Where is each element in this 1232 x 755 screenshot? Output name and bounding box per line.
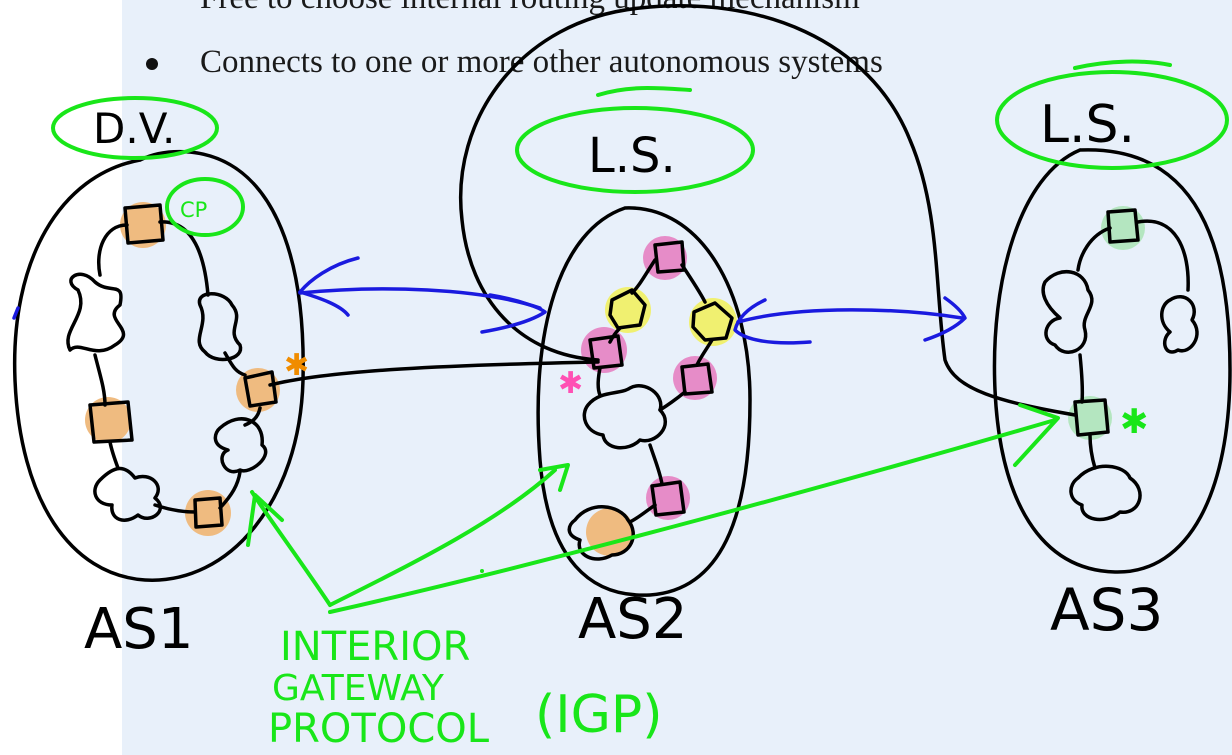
as3-topology <box>1041 208 1199 522</box>
as3-label: AS3 <box>1050 576 1163 644</box>
as2-label: AS2 <box>578 587 687 652</box>
as2-link <box>630 258 657 295</box>
as1-link <box>97 223 129 277</box>
as2-router <box>608 288 647 330</box>
igp-line-2: GATEWAY <box>272 668 445 709</box>
as1-network-cloud <box>66 272 126 353</box>
as3-network-cloud <box>1041 270 1094 354</box>
as1-as2-link <box>268 360 600 387</box>
as1-protocol-circle <box>51 96 219 160</box>
as2-protocol-mark <box>596 86 692 97</box>
as1-link <box>243 406 262 427</box>
as2-link <box>596 366 602 397</box>
as2-as3-big-loop <box>459 4 1077 417</box>
as1-link <box>158 220 210 297</box>
igp-arrow-to-as3 <box>328 418 1057 614</box>
as3-protocol-mark <box>1073 59 1172 70</box>
as1-topology <box>66 203 278 529</box>
as2-router <box>680 362 714 396</box>
igp-line-1: INTERIOR <box>280 624 470 670</box>
as2-topology <box>567 240 734 561</box>
as1-network-cloud <box>213 417 268 474</box>
blue-arrowhead <box>298 256 360 294</box>
bullet-text: Connects to one or more other autonomous… <box>200 44 883 80</box>
as1-router-highlight <box>85 397 131 443</box>
inter-as-arrows <box>12 256 967 345</box>
as1-label: AS1 <box>84 597 193 662</box>
igp-line-3: PROTOCOL <box>268 706 490 752</box>
igp-arrow-to-as1 <box>250 490 332 607</box>
blue-arrowhead <box>733 298 812 345</box>
igp-arrowhead-as1 <box>246 493 284 547</box>
igp-arrowhead-as2 <box>538 463 570 492</box>
as3-router <box>1106 208 1140 244</box>
blue-arrow-as2-as3 <box>736 308 964 324</box>
as2-protocol-circle <box>515 106 755 194</box>
bullet-dot <box>146 58 158 70</box>
as3-network-cloud <box>1160 295 1199 354</box>
igp-arrow-to-as2 <box>328 468 557 607</box>
as2-link <box>658 390 687 412</box>
as2-marker-star: ✱ <box>558 366 583 401</box>
igp-abbreviation: (IGP) <box>535 685 663 745</box>
as2-boundary <box>536 206 752 597</box>
as3-router <box>1073 398 1110 437</box>
as1-link <box>153 503 197 514</box>
as1-router <box>243 370 278 408</box>
as3-protocol-label: L.S. <box>1040 95 1135 155</box>
blue-arrowhead <box>480 293 547 334</box>
as1-link <box>93 353 107 407</box>
green-annotations <box>51 59 1229 614</box>
blue-tick <box>12 306 20 320</box>
as1-link <box>223 351 247 377</box>
as2-link <box>648 443 664 486</box>
as3-link <box>1088 433 1097 470</box>
as2-network-cloud <box>567 505 635 561</box>
as3-link <box>1078 353 1085 404</box>
as1-router-highlight <box>120 202 166 248</box>
blue-arrowhead <box>923 296 967 342</box>
cp-circle <box>165 177 245 237</box>
as3-link <box>1076 226 1112 272</box>
as3-marker-star: ✱ <box>1120 402 1149 442</box>
as3-link <box>1136 219 1190 292</box>
as2-link <box>680 263 707 304</box>
igp-arrowhead-as3 <box>1013 403 1060 467</box>
as1-router <box>88 400 134 444</box>
as1-marker-star: ✱ <box>284 348 309 383</box>
as3-boundary <box>992 148 1232 574</box>
as1-network-cloud <box>93 466 163 522</box>
as1-link <box>108 440 120 470</box>
as1-protocol-label: D.V. <box>93 104 175 153</box>
as2-router <box>691 301 734 342</box>
as2-protocol-label: L.S. <box>588 128 676 184</box>
green-dot <box>480 569 484 573</box>
as3-network-cloud <box>1069 464 1142 522</box>
as1-boundary <box>12 149 305 582</box>
as2-router-highlight <box>586 508 634 556</box>
as1-router <box>123 203 165 245</box>
as1-link <box>218 470 242 510</box>
as2-link <box>695 338 714 367</box>
as1-network-cloud <box>197 292 243 362</box>
as1-router <box>193 496 224 529</box>
bullet-text-partial: Free to choose internal routing update m… <box>200 0 860 17</box>
as3-protocol-circle <box>995 70 1229 170</box>
as2-link <box>628 503 657 524</box>
cp-label: CP <box>180 198 207 222</box>
blue-arrowhead <box>298 290 350 317</box>
as2-network-cloud <box>582 384 667 450</box>
